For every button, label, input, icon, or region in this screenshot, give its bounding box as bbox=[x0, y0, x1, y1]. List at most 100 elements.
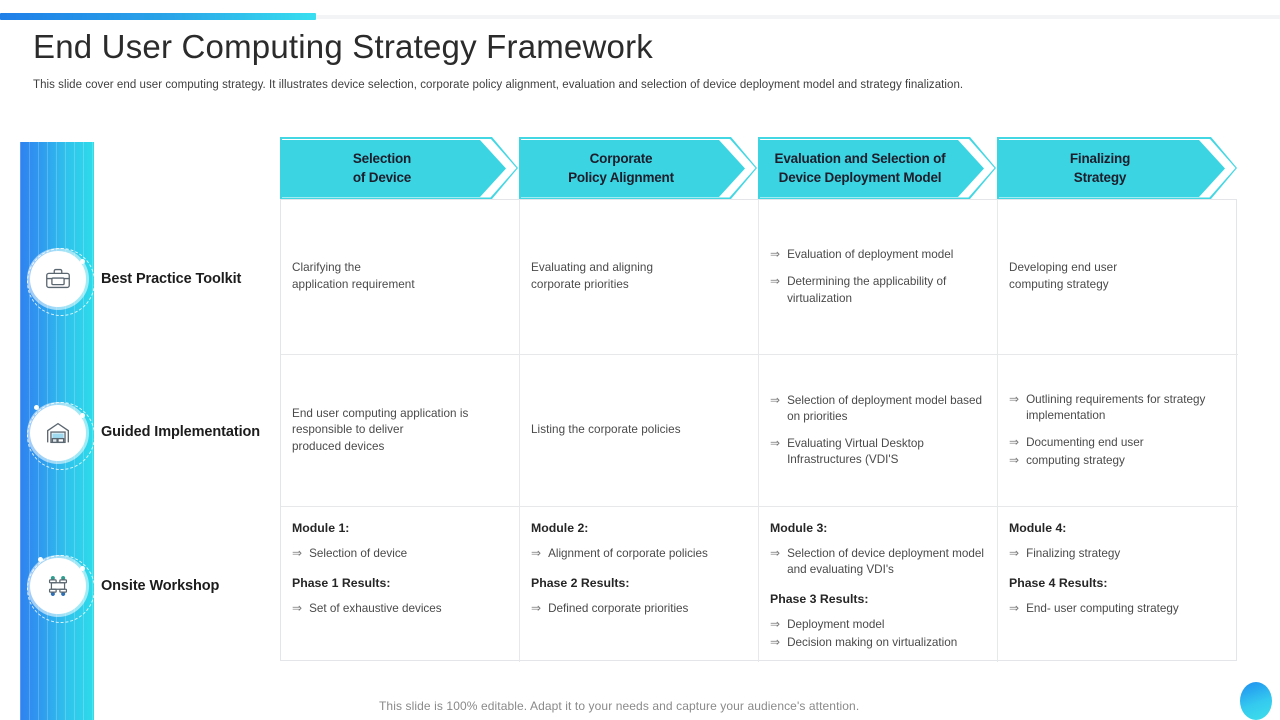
bullet-text: End- user computing strategy bbox=[1026, 602, 1179, 616]
bullet-list: ⇒ Deployment model ⇒ Decision making on … bbox=[770, 617, 986, 651]
bullet-arrow-icon: ⇒ bbox=[770, 635, 781, 650]
bullet-text: Documenting end user bbox=[1026, 436, 1144, 449]
module-label: Module 1: bbox=[292, 521, 350, 535]
module-label: Module 3: bbox=[770, 521, 828, 535]
cell-line: Clarifying the bbox=[292, 261, 361, 275]
bullet-arrow-icon: ⇒ bbox=[770, 617, 781, 632]
bullet-item: ⇒ Deployment model bbox=[770, 617, 986, 633]
cell-text: Evaluating and aligning corporate priori… bbox=[531, 260, 747, 293]
phase-label: Phase 2 Results: bbox=[531, 576, 630, 591]
cell-line: Developing end user bbox=[1009, 261, 1118, 275]
row-badge-onsite-workshop[interactable] bbox=[27, 555, 95, 623]
bullet-item: ⇒ Evaluation of deployment model bbox=[770, 247, 986, 263]
bullet-item: ⇒ Alignment of corporate policies bbox=[531, 546, 747, 562]
bullet-text: Defined corporate priorities bbox=[548, 602, 689, 616]
top-accent-bar bbox=[0, 13, 316, 20]
cell-line: Evaluating and aligning bbox=[531, 261, 654, 275]
badge-accent-dot bbox=[38, 557, 43, 562]
bullet-arrow-icon: ⇒ bbox=[1009, 435, 1020, 449]
arrow-label: Corporate Policy Alignment bbox=[519, 140, 723, 197]
cell-line: corporate priorities bbox=[531, 278, 629, 291]
bullet-item: ⇒ Finalizing strategy bbox=[1009, 546, 1227, 562]
arrow-label: Selection of Device bbox=[280, 140, 484, 197]
cell-r1c4: Developing end user computing strategy bbox=[998, 200, 1238, 355]
badge-accent-dot bbox=[80, 413, 85, 418]
bullet-text: Decision making on virtualization bbox=[787, 636, 958, 650]
cell-r1c3: ⇒ Evaluation of deployment model ⇒ Deter… bbox=[759, 200, 998, 355]
cell-line: Listing the corporate policies bbox=[531, 423, 681, 437]
bullet-item: ⇒ Outlining requirements for strategy im… bbox=[1009, 392, 1227, 424]
arrow-label-line2: Device Deployment Model bbox=[778, 169, 942, 185]
arrow-label-line1: Selection bbox=[352, 151, 412, 167]
bullet-arrow-icon: ⇒ bbox=[1009, 546, 1020, 560]
bullet-text: Selection of deployment model based on p… bbox=[787, 393, 982, 423]
badge-accent-dot bbox=[80, 259, 85, 264]
bullet-arrow-icon: ⇒ bbox=[292, 546, 303, 560]
bullet-text: Evaluating Virtual Desktop Infrastructur… bbox=[787, 437, 924, 467]
cell-text: Listing the corporate policies bbox=[531, 422, 747, 439]
badge-accent-dot bbox=[80, 566, 85, 571]
bullet-sublist: ⇒ Documenting end user ⇒ computing strat… bbox=[1009, 435, 1227, 469]
module-label: Module 4: bbox=[1009, 521, 1067, 535]
meeting-table-icon bbox=[48, 575, 68, 597]
bullet-text: Selection of device deployment model and… bbox=[787, 547, 984, 577]
cell-r2c1: End user computing application is respon… bbox=[281, 355, 520, 507]
row-label-best-practice-toolkit: Best Practice Toolkit bbox=[101, 271, 242, 287]
bullet-arrow-icon: ⇒ bbox=[770, 247, 781, 262]
row-badge-guided-implementation[interactable] bbox=[27, 402, 95, 470]
bullet-text: Set of exhaustive devices bbox=[309, 602, 442, 616]
top-accent-track bbox=[0, 15, 1280, 19]
cell-r2c2: Listing the corporate policies bbox=[520, 355, 759, 507]
bullet-arrow-icon: ⇒ bbox=[770, 392, 781, 407]
bullet-item: ⇒ End- user computing strategy bbox=[1009, 601, 1227, 617]
bullet-text: Deployment model bbox=[787, 618, 885, 632]
bullet-item: ⇒ Determining the applicability of virtu… bbox=[770, 274, 986, 306]
cell-text: Developing end user computing strategy bbox=[1009, 260, 1227, 293]
row-badge-best-practice-toolkit[interactable] bbox=[27, 248, 95, 316]
cell-text: Clarifying the application requirement bbox=[292, 260, 508, 293]
arrow-label: Finalizing Strategy bbox=[997, 140, 1203, 197]
phase-label: Phase 3 Results: bbox=[770, 592, 869, 607]
phase-label: Phase 1 Results: bbox=[292, 576, 391, 591]
module-label: Module 2: bbox=[531, 521, 589, 535]
bullet-text: Finalizing strategy bbox=[1026, 547, 1121, 560]
arrow-label-line2: Strategy bbox=[1073, 169, 1127, 185]
bullet-arrow-icon: ⇒ bbox=[531, 601, 542, 616]
bullet-list: ⇒ Outlining requirements for strategy im… bbox=[1009, 392, 1227, 470]
bullet-item: ⇒ Set of exhaustive devices bbox=[292, 601, 508, 617]
bullet-item: ⇒ Decision making on virtualization bbox=[770, 635, 986, 651]
arrow-fill bbox=[758, 140, 984, 197]
bullet-arrow-icon: ⇒ bbox=[1009, 391, 1020, 406]
badge-accent-dot bbox=[34, 405, 39, 410]
bullet-item: ⇒ Defined corporate priorities bbox=[531, 601, 747, 617]
phase-arrow-finalizing-strategy[interactable]: Finalizing Strategy bbox=[997, 140, 1237, 197]
bullet-text: Selection of device bbox=[309, 547, 408, 560]
cell-r1c1: Clarifying the application requirement bbox=[281, 200, 520, 355]
phase-arrow-evaluation-and-selection[interactable]: Evaluation and Selection of Device Deplo… bbox=[758, 140, 996, 197]
bullet-item: ⇒ Selection of device bbox=[292, 546, 508, 562]
arrow-label-line1: Evaluation and Selection of bbox=[774, 151, 946, 167]
bullet-arrow-icon: ⇒ bbox=[292, 601, 303, 616]
cell-r1c2: Evaluating and aligning corporate priori… bbox=[520, 200, 759, 355]
bullet-arrow-icon: ⇒ bbox=[531, 546, 542, 560]
phase-arrow-selection-of-device[interactable]: Selection of Device bbox=[280, 140, 518, 197]
cell-line: computing strategy bbox=[1009, 278, 1109, 291]
cell-r2c4: ⇒ Outlining requirements for strategy im… bbox=[998, 355, 1238, 507]
bullet-text: Outlining requirements for strategy impl… bbox=[1026, 392, 1206, 422]
row-label-guided-implementation: Guided Implementation bbox=[101, 424, 261, 440]
cell-line: End user computing application is bbox=[292, 406, 469, 420]
bullet-item: ⇒ Selection of device deployment model a… bbox=[770, 546, 986, 578]
corner-accent-circle bbox=[1240, 682, 1272, 720]
cell-line: responsible to deliver bbox=[292, 423, 404, 437]
phase-arrow-corporate-policy-alignment[interactable]: Corporate Policy Alignment bbox=[519, 140, 757, 197]
arrow-fill bbox=[519, 140, 745, 197]
arrow-fill bbox=[280, 140, 506, 197]
bullet-text: Evaluation of deployment model bbox=[787, 248, 954, 262]
arrow-fill bbox=[997, 140, 1225, 197]
phase-arrow-header: Selection of Device Corporate Policy Ali… bbox=[0, 140, 1280, 202]
bullet-text: computing strategy bbox=[1026, 454, 1125, 468]
page-subtitle: This slide cover end user computing stra… bbox=[33, 79, 964, 91]
warehouse-icon bbox=[47, 422, 69, 444]
arrow-label-line1: Finalizing bbox=[1069, 151, 1131, 167]
